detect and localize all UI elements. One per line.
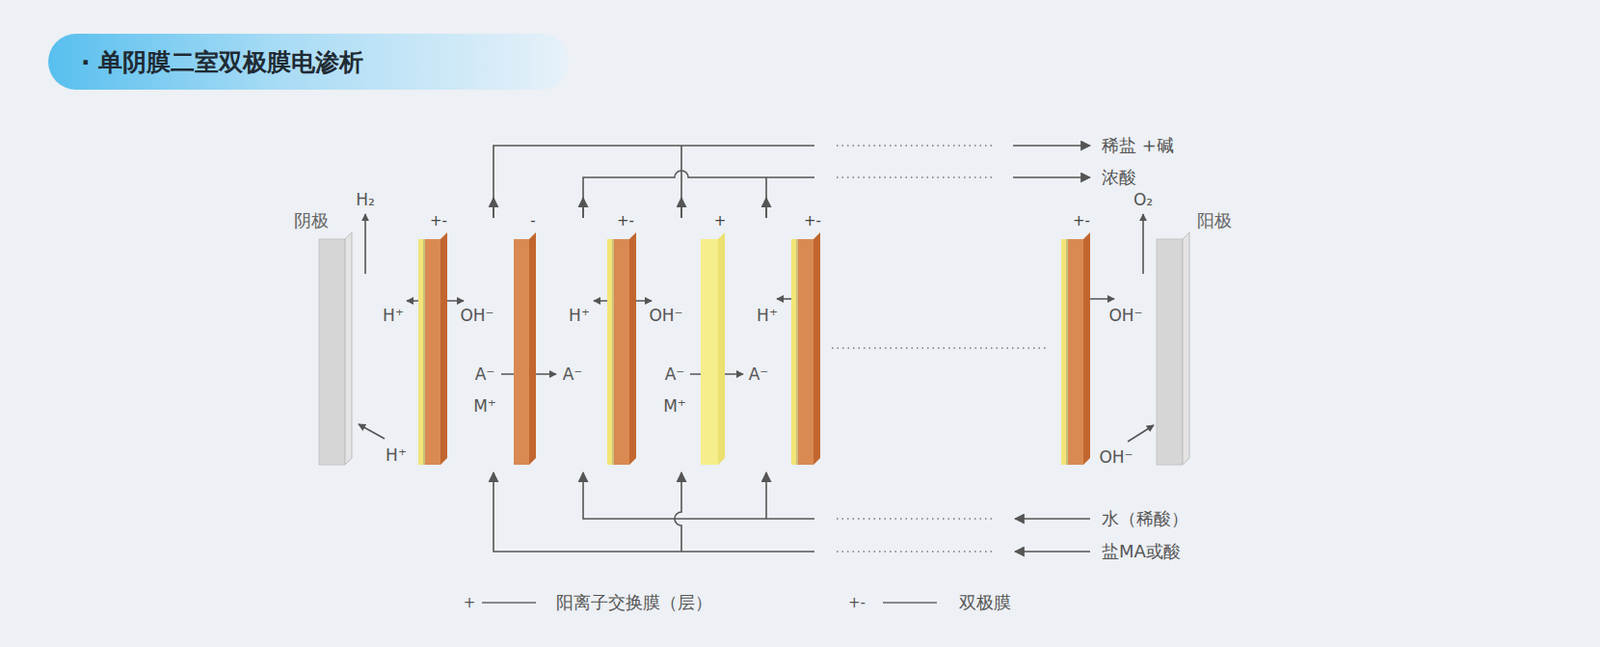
ion-label: H⁺ — [756, 306, 778, 325]
dotted-continuation — [831, 145, 1046, 552]
ion-label: O₂ — [1133, 190, 1153, 210]
legend-symbol: +- — [848, 594, 866, 612]
ion-label: OH⁻ — [1108, 306, 1143, 325]
membrane-shape — [607, 232, 637, 465]
membrane-shape — [513, 232, 536, 465]
bipolar-membrane: +- — [418, 232, 448, 465]
ion-label: H⁺ — [385, 446, 407, 465]
membrane-shape — [1061, 232, 1091, 465]
bipolar-membrane: +- — [1061, 232, 1091, 465]
electrode: 阴极 — [319, 232, 352, 465]
ion-label: A⁻ — [562, 365, 584, 384]
ion-arrows — [358, 213, 1154, 442]
membrane-sign: - — [530, 213, 535, 230]
membrane-shape — [700, 232, 725, 465]
legend-text: 阳离子交换膜（层） — [556, 592, 713, 613]
bipolar-membrane: +- — [791, 232, 821, 465]
ion-label: M⁺ — [663, 397, 687, 416]
stream-label: 水（稀酸） — [1101, 508, 1189, 529]
stream-label: 稀盐 +碱 — [1101, 135, 1174, 156]
legend-symbol: + — [463, 594, 477, 612]
ion-label: H₂ — [355, 190, 375, 210]
electrode: 阳极 — [1156, 232, 1190, 465]
membrane-sign: +- — [429, 213, 448, 230]
membrane-shape — [319, 232, 352, 465]
anion-membrane: - — [513, 232, 536, 465]
ion-label: A⁻ — [748, 365, 770, 384]
electrode-label: 阴极 — [293, 211, 329, 231]
ion-label: H⁺ — [382, 306, 404, 325]
ion-label: OH⁻ — [459, 306, 494, 325]
legend-text: 双极膜 — [959, 592, 1012, 613]
ion-label: OH⁻ — [648, 306, 683, 325]
flow-lines — [493, 145, 1091, 552]
ion-label: A⁻ — [475, 365, 496, 384]
membrane-shape — [791, 232, 821, 465]
ion-label: H⁺ — [568, 306, 590, 325]
membrane-sign: +- — [616, 213, 635, 230]
ion-label: M⁺ — [473, 397, 497, 416]
membrane-sign: + — [714, 213, 727, 230]
ion-label: A⁻ — [665, 365, 686, 384]
membrane-sign: +- — [1072, 213, 1091, 230]
membrane-sign: +- — [803, 213, 822, 230]
ion-label: OH⁻ — [1098, 448, 1133, 467]
electrode-label: 阳极 — [1197, 211, 1232, 231]
cation-membrane: + — [700, 232, 725, 465]
membrane-shape — [1156, 232, 1190, 465]
stream-label: 盐MA或酸 — [1101, 541, 1181, 561]
bipolar-membrane: +- — [607, 232, 637, 465]
title-text: · 单阴膜二室双极膜电渗析 — [80, 46, 364, 79]
stream-label: 浓酸 — [1101, 167, 1137, 187]
membrane-shape — [418, 232, 448, 465]
